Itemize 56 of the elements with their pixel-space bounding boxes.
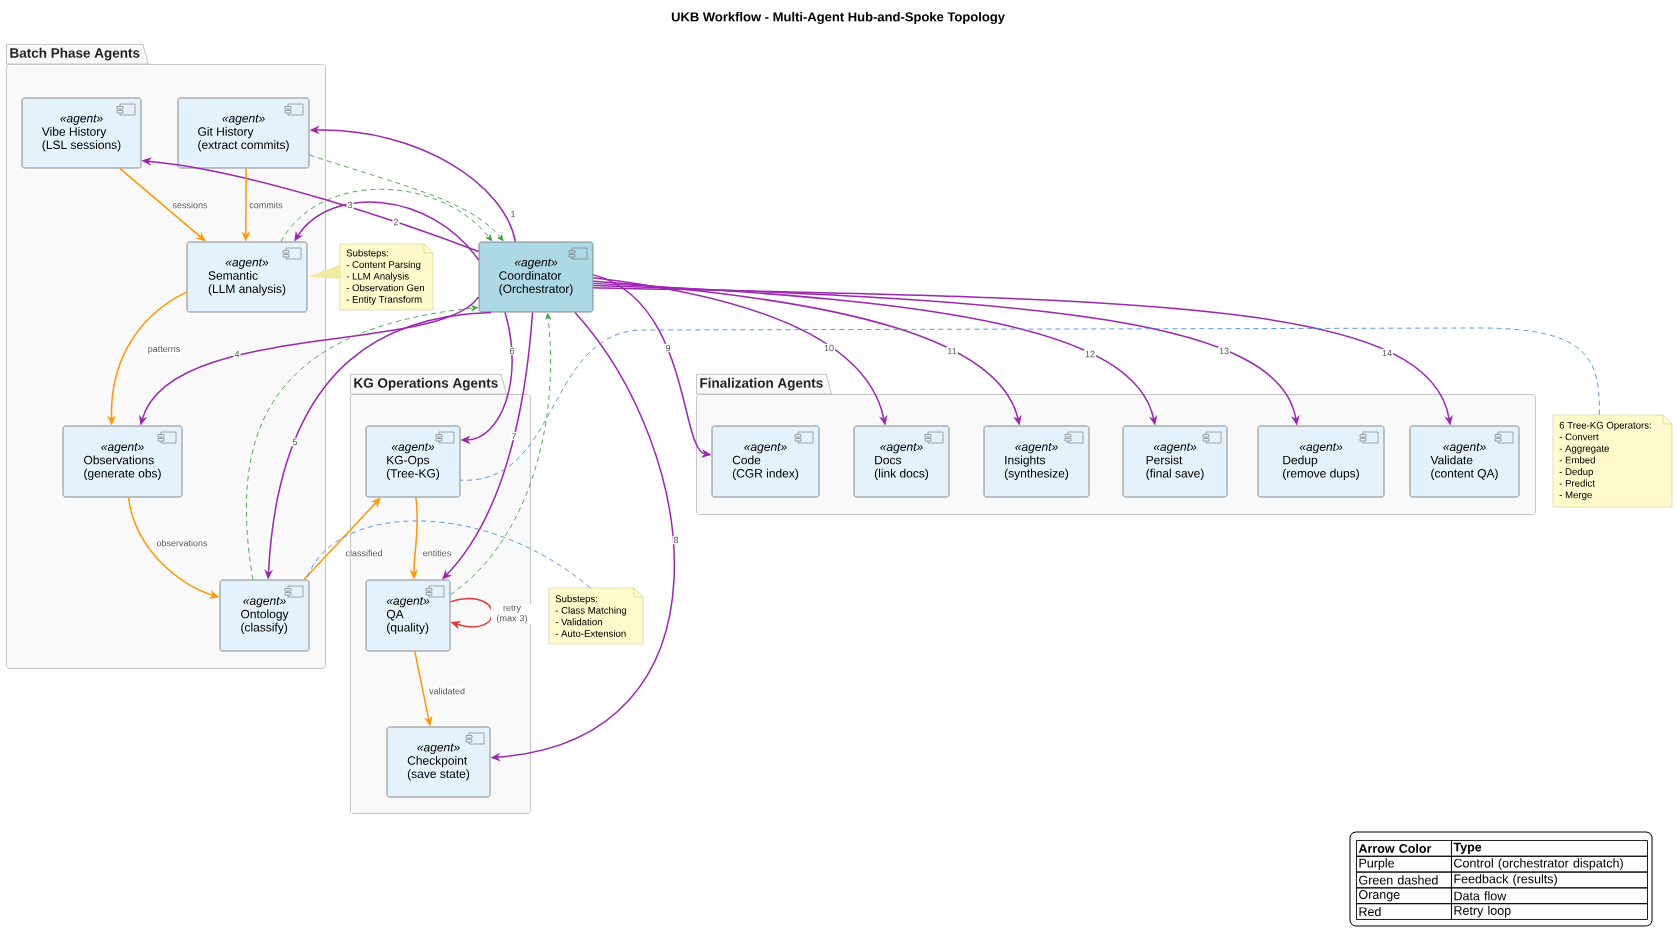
agent-box: «agent» Vibe History (LSL sessions) <box>21 97 142 169</box>
edge-label: retry (max 3) <box>491 603 533 625</box>
agent-box: «agent» Observations (generate obs) <box>62 425 183 498</box>
edge-label: classified <box>344 548 384 558</box>
edge-label: sessions <box>171 200 209 210</box>
title: UKB Workflow - Multi-Agent Hub-and-Spoke Topology <box>671 11 1005 25</box>
agent-box: «agent» Semantic (LLM analysis) <box>186 241 308 313</box>
agent-box: «agent» QA (quality) <box>365 579 451 652</box>
edge-label: 4 <box>233 349 241 359</box>
table-cell: Data flow <box>1451 887 1648 905</box>
edge-label: 1 <box>509 209 517 219</box>
note-tail <box>307 264 340 279</box>
edge-label: 3 <box>346 200 354 210</box>
note: Substeps: - Class Matching - Validation - Auto-Extension <box>548 587 644 645</box>
edge-label: patterns <box>146 345 182 355</box>
dashed-arrow <box>308 154 504 242</box>
edge-label: 8 <box>672 535 680 545</box>
agent-box: «agent» Coordinator (Orchestrator) <box>478 241 594 313</box>
edge-label: 7 <box>510 431 518 441</box>
agent-box: «agent» Code (CGR index) <box>711 425 820 498</box>
agent-box: «agent» Dedup (remove dups) <box>1257 425 1385 498</box>
table-cell: Control (orchestrator dispatch) <box>1451 855 1648 873</box>
note: 6 Tree-KG Operators: - Convert - Aggregate - Embed - Dedup - Predict - Merge <box>1552 414 1673 508</box>
agent-box: «agent» Insights (synthesize) <box>983 425 1090 498</box>
loop-arrow <box>449 598 493 630</box>
note: Substeps: - Content Parsing - LLM Analysis - Observation Gen - Entity Transform <box>339 243 434 311</box>
edge-label: 2 <box>392 217 400 227</box>
dashed-arrow <box>245 305 478 581</box>
agent-box: «agent» Persist (final save) <box>1122 425 1228 498</box>
agent-box: «agent» Checkpoint (save state) <box>386 726 491 798</box>
arrow <box>119 167 206 242</box>
agent-box: «agent» Git History (extract commits) <box>177 97 310 169</box>
edge-label: 5 <box>291 437 299 447</box>
table-cell: Orange <box>1356 887 1452 905</box>
table-header: Arrow Color <box>1356 840 1452 857</box>
edge-label: commits <box>248 200 284 210</box>
table-cell: Purple <box>1356 855 1452 873</box>
arrow <box>294 201 480 261</box>
agent-box: «agent» Docs (link docs) <box>853 425 950 498</box>
agent-box: «agent» Validate (content QA) <box>1409 425 1520 498</box>
dashed-arrow <box>449 313 552 596</box>
edge-label: entities <box>421 548 453 558</box>
table-cell: Feedback (results) <box>1451 871 1648 889</box>
edge-label: validated <box>428 686 466 696</box>
table-cell: Retry loop <box>1451 903 1648 920</box>
package-tab: KG Operations Agents <box>350 373 507 395</box>
leader-line <box>306 520 591 589</box>
agent-box: «agent» KG-Ops (Tree-KG) <box>365 425 461 498</box>
edge-label: 6 <box>508 346 516 356</box>
package-tab: Batch Phase Agents <box>6 43 149 65</box>
table-header: Type <box>1451 840 1648 857</box>
table-cell: Green dashed <box>1356 871 1452 889</box>
agent-box: «agent» Ontology (classify) <box>219 579 310 652</box>
dashed-arrow <box>280 188 493 243</box>
edge-label: observations <box>155 538 209 548</box>
table-cell: Red <box>1356 903 1452 920</box>
